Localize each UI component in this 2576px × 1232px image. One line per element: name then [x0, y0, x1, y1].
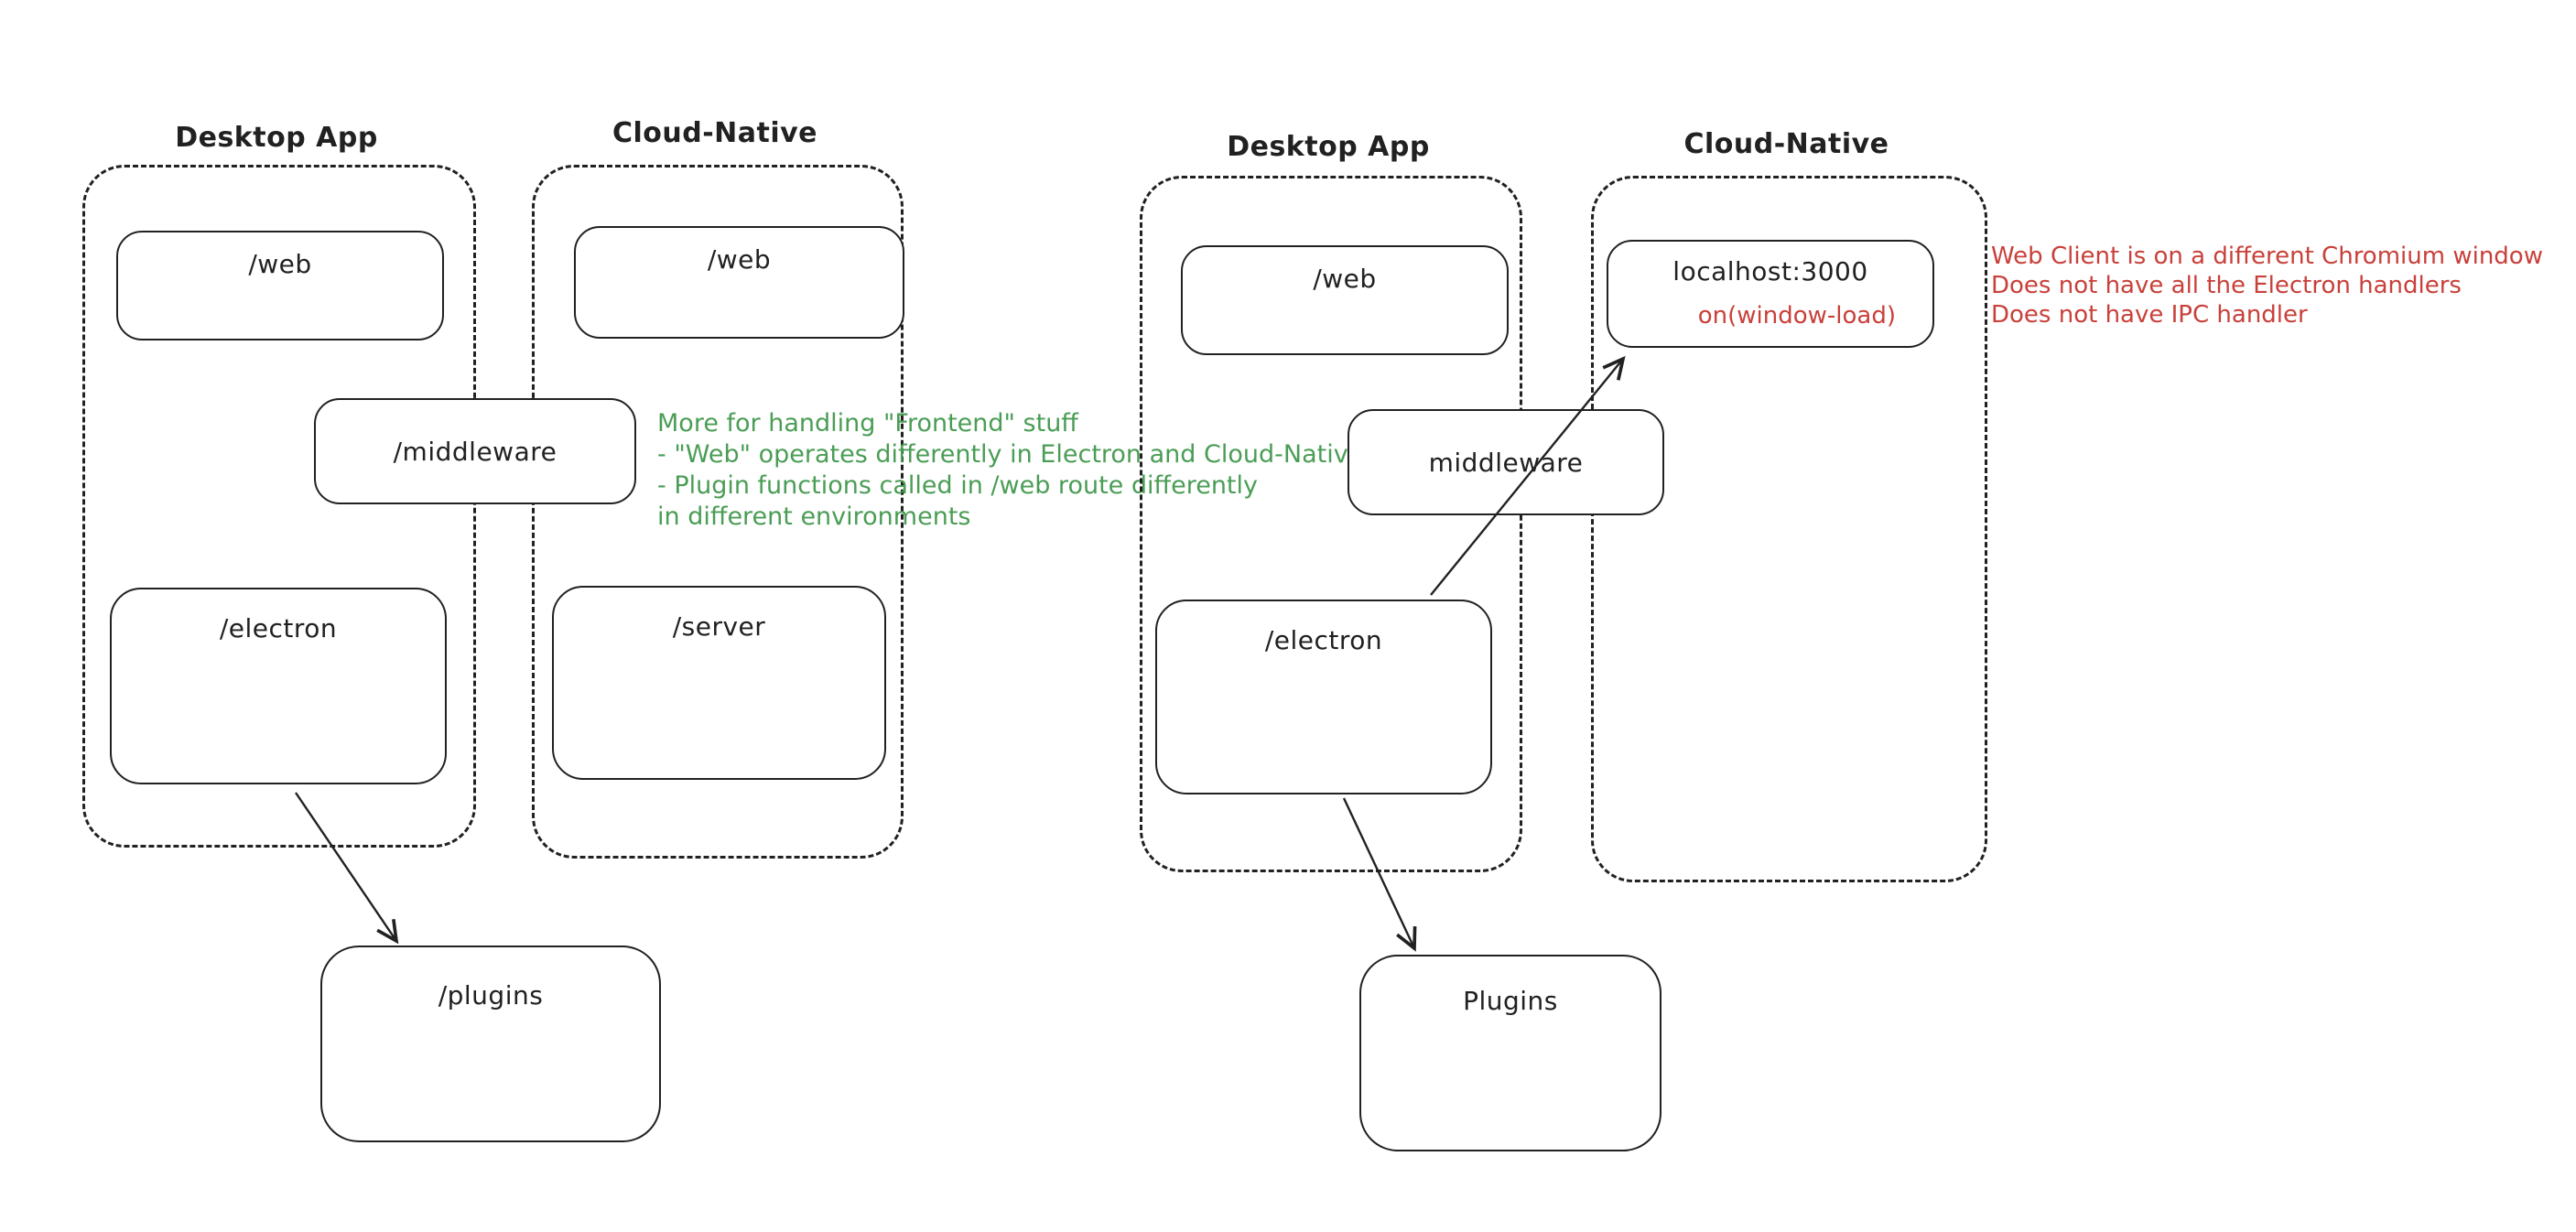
red-note-line: Does not have IPC handler [1991, 301, 2308, 329]
left-desktop-container-label[interactable]: Desktop App [175, 122, 378, 154]
left-desktop-web-box[interactable]: /web [116, 231, 444, 340]
left-desktop-container[interactable] [82, 165, 476, 848]
box-label: /server [672, 611, 766, 642]
right-middleware-box[interactable]: middleware [1348, 409, 1664, 515]
box-label: middleware [1428, 447, 1584, 478]
box-label: /web [1313, 264, 1377, 294]
right-cloud-container-label[interactable]: Cloud-Native [1683, 128, 1889, 160]
right-desktop-container-label[interactable]: Desktop App [1227, 131, 1430, 163]
window-load-label: on(window-load) [1697, 302, 1896, 330]
right-localhost-box[interactable]: localhost:3000 on(window-load) [1607, 240, 1934, 348]
right-desktop-web-box[interactable]: /web [1181, 245, 1509, 355]
green-note[interactable]: More for handling "Frontend" stuff - "We… [657, 408, 1363, 533]
box-label: /electron [1264, 625, 1383, 655]
red-note[interactable]: Web Client is on a different Chromium wi… [1991, 242, 2543, 330]
left-plugins-box[interactable]: /plugins [320, 946, 661, 1142]
box-label: /web [248, 249, 312, 279]
left-cloud-container-label[interactable]: Cloud-Native [612, 117, 818, 149]
right-electron-box[interactable]: /electron [1155, 600, 1492, 794]
green-note-line: - "Web" operates differently in Electron… [657, 440, 1364, 469]
box-label: /middleware [393, 436, 557, 467]
red-note-line: Web Client is on a different Chromium wi… [1991, 243, 2543, 270]
left-middleware-box[interactable]: /middleware [314, 398, 636, 504]
left-server-box[interactable]: /server [552, 586, 886, 780]
box-label: /plugins [438, 980, 544, 1010]
box-label: localhost:3000 [1672, 256, 1868, 286]
left-cloud-container[interactable] [532, 165, 904, 859]
box-label: /electron [219, 613, 338, 643]
green-note-line: in different environments [657, 503, 971, 531]
box-label: Plugins [1463, 986, 1558, 1016]
left-cloud-web-box[interactable]: /web [574, 226, 904, 339]
green-note-line: More for handling "Frontend" stuff [657, 409, 1078, 438]
green-note-line: - Plugin functions called in /web route … [657, 471, 1259, 500]
box-label: /web [707, 244, 772, 275]
right-plugins-box[interactable]: Plugins [1359, 955, 1661, 1151]
red-note-line: Does not have all the Electron handlers [1991, 272, 2462, 299]
left-electron-box[interactable]: /electron [110, 588, 447, 784]
